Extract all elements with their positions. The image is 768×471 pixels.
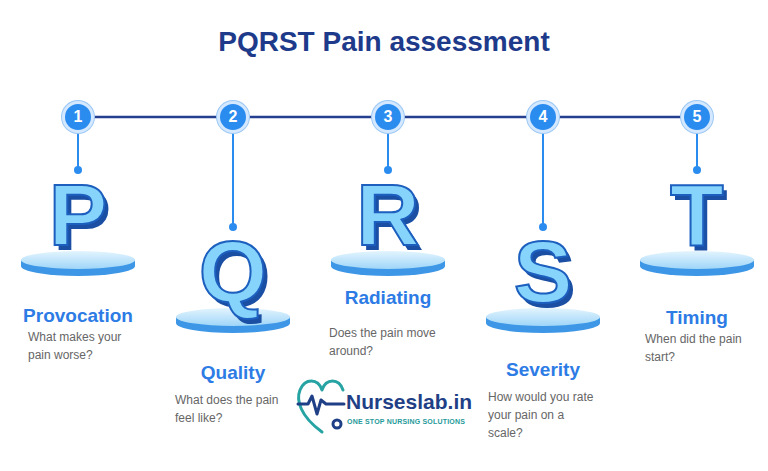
heart-outline (299, 381, 343, 432)
stethoscope-bell (333, 420, 341, 428)
watermark-text: ONE STOP NURSING SOLUTIONS (347, 418, 465, 425)
step-heading: Severity (506, 359, 580, 382)
big-letter: T (670, 170, 724, 260)
big-letter: R (356, 170, 420, 260)
step-question: Does the pain move around? (329, 324, 447, 360)
connector-line (404, 116, 527, 119)
letter-pedestal: R RadiatingDoes the pain move around? (323, 170, 453, 360)
step-question: What does the pain feel like? (175, 391, 291, 427)
big-letter: Q (199, 227, 267, 317)
step-heading: Provocation (23, 305, 133, 328)
big-letter: P (49, 170, 108, 260)
pulse-line (298, 396, 344, 414)
letter-pedestal: T TimingWhen did the pain start? (632, 170, 762, 366)
step-question: How would you rate your pain on a scale? (488, 388, 598, 442)
letter-pedestal: S SeverityHow would you rate your pain on… (478, 227, 608, 442)
connector-line (249, 116, 372, 119)
step-number: 5 (693, 109, 702, 125)
step-number: 3 (384, 109, 393, 125)
big-letter: S (514, 227, 573, 317)
connector-line (94, 116, 217, 119)
step-question: When did the pain start? (645, 330, 749, 366)
logo-icon (298, 381, 344, 432)
step-circle: 3 (372, 101, 404, 133)
step-question: What makes your pain worse? (28, 328, 128, 364)
letter-pedestal: Q QualityWhat does the pain feel like? (168, 227, 298, 427)
step-heading: Quality (201, 362, 265, 385)
step-number: 2 (229, 109, 238, 125)
step-circle: 1 (62, 101, 94, 133)
connector-line (232, 133, 234, 227)
step-circle: 2 (217, 101, 249, 133)
connector-line (77, 133, 79, 170)
step-heading: Radiating (345, 287, 432, 310)
connector-line (542, 133, 544, 227)
step-circle: 5 (681, 101, 713, 133)
letter-pedestal: P ProvocationWhat makes your pain worse? (13, 170, 143, 364)
step-heading: Timing (666, 307, 728, 330)
diagram-title: PQRST Pain assessment (0, 26, 768, 58)
step-circle: 4 (527, 101, 559, 133)
connector-line (387, 133, 389, 170)
step-number: 1 (74, 109, 83, 125)
connector-line (559, 116, 681, 119)
watermark-text: Nurseslab.in (346, 390, 472, 414)
connector-line (696, 133, 698, 170)
step-number: 4 (539, 109, 548, 125)
